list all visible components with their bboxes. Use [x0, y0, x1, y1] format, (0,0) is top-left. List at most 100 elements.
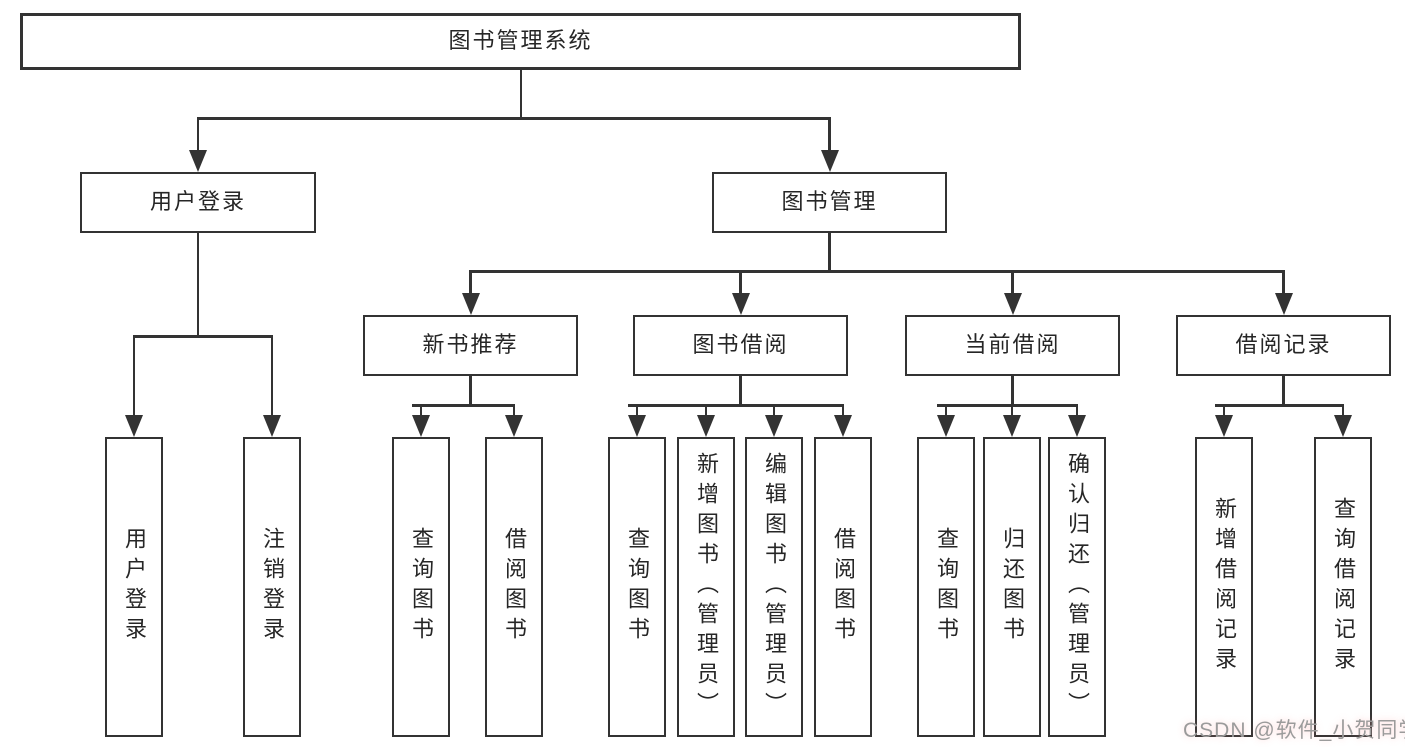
arrow-stem — [419, 404, 423, 416]
leaf-cur-query-books: 查询图书 — [917, 437, 975, 737]
arrow-leaf-cur-query — [937, 404, 955, 437]
arrowhead-icon — [412, 415, 430, 437]
leaf-label: 借阅图书 — [502, 527, 527, 647]
leaf-bor-query-books: 查询图书 — [608, 437, 666, 737]
connector-rec-stem — [469, 376, 472, 405]
connector-rec-split — [412, 404, 515, 407]
arrow-to-leaf-logout — [263, 335, 281, 437]
arrow-stem — [512, 404, 516, 416]
leaf-label: 查询图书 — [409, 527, 434, 647]
connector-current-stem — [1011, 376, 1014, 405]
arrow-leaf-cur-confirm — [1068, 404, 1086, 437]
connector-user-login-split — [133, 335, 273, 338]
leaf-cur-return-books: 归还图书 — [983, 437, 1041, 737]
arrow-leaf-rec-query — [412, 404, 430, 437]
arrow-leaf-rec-borrow — [505, 404, 523, 437]
leaf-label: 查询图书 — [934, 527, 959, 647]
node-label: 图书管理 — [781, 189, 878, 215]
leaf-label: 确认归还（管理员） — [1065, 452, 1090, 722]
arrowhead-icon — [937, 415, 955, 437]
arrow-stem — [944, 404, 948, 416]
leaf-rcd-query-record: 查询借阅记录 — [1314, 437, 1372, 737]
arrowhead-icon — [820, 150, 839, 172]
leaf-logout: 注销登录 — [243, 437, 301, 737]
arrow-to-new-book-rec — [461, 270, 480, 315]
arrowhead-icon — [189, 150, 207, 172]
arrow-leaf-bor-query — [628, 404, 646, 437]
arrow-to-book-management — [820, 119, 839, 172]
arrow-leaf-bor-borrow — [834, 404, 852, 437]
arrow-stem — [469, 270, 472, 294]
leaf-label: 编辑图书（管理员） — [762, 452, 787, 722]
connector-root-stem — [519, 68, 523, 118]
node-label: 借阅记录 — [1235, 332, 1332, 358]
arrow-stem — [841, 404, 845, 416]
arrowhead-icon — [834, 415, 852, 437]
arrow-to-book-borrow — [731, 270, 750, 315]
arrowhead-icon — [628, 415, 646, 437]
node-user-login: 用户登录 — [80, 172, 316, 233]
arrowhead-icon — [461, 293, 480, 315]
connector-level2-split — [197, 117, 831, 120]
arrow-to-borrow-records — [1274, 270, 1293, 315]
arrow-leaf-rcd-add — [1215, 404, 1233, 437]
leaf-label: 归还图书 — [1000, 527, 1025, 647]
arrow-stem — [1282, 270, 1285, 294]
arrow-stem — [704, 404, 708, 416]
arrowhead-icon — [697, 415, 715, 437]
connector-level3-split — [469, 270, 1285, 273]
leaf-label: 查询图书 — [625, 527, 650, 647]
arrow-leaf-bor-add — [697, 404, 715, 437]
arrow-leaf-rcd-query — [1334, 404, 1352, 437]
arrowhead-icon — [1274, 293, 1293, 315]
connector-user-login-stem — [196, 233, 200, 336]
connector-current-split — [937, 404, 1078, 407]
arrowhead-icon — [1334, 415, 1352, 437]
node-label: 图书借阅 — [692, 332, 789, 358]
leaf-cur-confirm-return-admin: 确认归还（管理员） — [1048, 437, 1106, 737]
node-label: 图书管理系统 — [448, 28, 593, 54]
node-book-management: 图书管理 — [712, 172, 947, 233]
arrow-stem — [196, 119, 200, 151]
leaf-rcd-add-record: 新增借阅记录 — [1195, 437, 1253, 737]
node-current-borrow: 当前借阅 — [905, 315, 1120, 376]
node-label: 新书推荐 — [422, 332, 519, 358]
leaf-label: 借阅图书 — [831, 527, 856, 647]
node-label: 用户登录 — [149, 189, 246, 215]
arrowhead-icon — [1003, 293, 1022, 315]
csdn-watermark: CSDN @软件_小贺同学 — [1183, 719, 1405, 742]
arrow-stem — [635, 404, 639, 416]
node-new-book-recommend: 新书推荐 — [363, 315, 578, 376]
arrow-to-current-borrow — [1003, 270, 1022, 315]
leaf-bor-edit-books-admin: 编辑图书（管理员） — [745, 437, 803, 737]
leaf-label: 新增借阅记录 — [1212, 497, 1237, 677]
connector-records-stem — [1282, 376, 1285, 405]
connector-borrow-split — [628, 404, 844, 407]
arrow-stem — [1010, 404, 1014, 416]
arrowhead-icon — [765, 415, 783, 437]
arrow-leaf-bor-edit — [765, 404, 783, 437]
node-book-borrow: 图书借阅 — [633, 315, 848, 376]
arrowhead-icon — [125, 415, 143, 437]
leaf-bor-add-books-admin: 新增图书（管理员） — [677, 437, 735, 737]
node-root-library-system: 图书管理系统 — [20, 13, 1021, 70]
arrowhead-icon — [1215, 415, 1233, 437]
arrow-stem — [1222, 404, 1226, 416]
arrow-stem — [772, 404, 776, 416]
leaf-label: 用户登录 — [122, 527, 147, 647]
arrow-stem — [1341, 404, 1345, 416]
leaf-rec-query-books: 查询图书 — [392, 437, 450, 737]
arrow-stem — [828, 119, 831, 151]
arrowhead-icon — [1068, 415, 1086, 437]
connector-book-mgmt-stem — [828, 233, 831, 271]
arrow-stem — [132, 335, 136, 416]
leaf-rec-borrow-books: 借阅图书 — [485, 437, 543, 737]
leaf-label: 查询借阅记录 — [1331, 497, 1356, 677]
leaf-bor-borrow-books: 借阅图书 — [814, 437, 872, 737]
leaf-label: 注销登录 — [260, 527, 285, 647]
leaf-user-login: 用户登录 — [105, 437, 163, 737]
arrow-stem — [739, 270, 742, 294]
node-borrow-records: 借阅记录 — [1176, 315, 1391, 376]
arrow-stem — [1075, 404, 1079, 416]
